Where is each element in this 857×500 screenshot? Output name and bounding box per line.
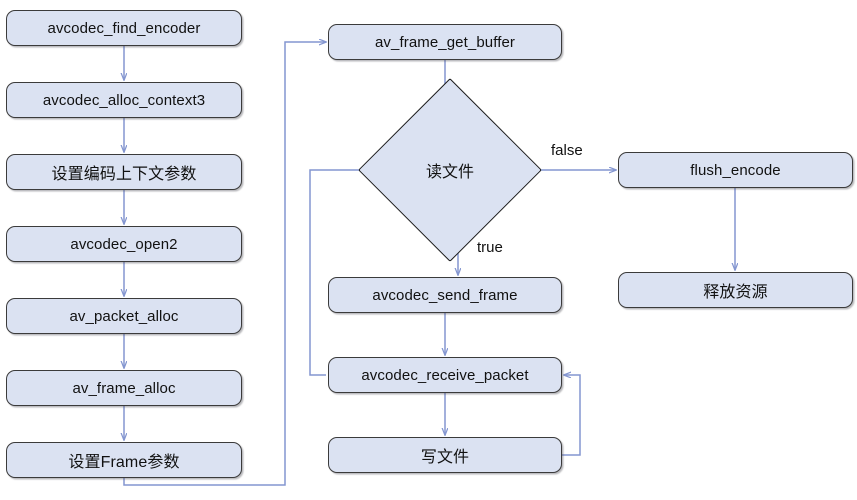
node-write-file[interactable]: 写文件 bbox=[328, 437, 562, 473]
decision-read-file-label: 读文件 bbox=[425, 164, 474, 181]
arrow-receive-packet-to-decision-loop bbox=[309, 170, 383, 376]
node-avcodec-find-encoder[interactable]: avcodec_find_encoder bbox=[6, 10, 242, 46]
edge-label-false: false bbox=[551, 142, 583, 159]
arrow-write-file-to-receive-packet-loop bbox=[562, 375, 581, 456]
node-flush-encode[interactable]: flush_encode bbox=[618, 152, 853, 188]
node-avcodec-receive-packet[interactable]: avcodec_receive_packet bbox=[328, 357, 562, 393]
node-av-frame-alloc[interactable]: av_frame_alloc bbox=[6, 370, 242, 406]
node-set-encode-ctx-params[interactable]: 设置编码上下文参数 bbox=[6, 154, 242, 190]
arrow-set-frame-params-to-get-buffer bbox=[123, 42, 326, 486]
node-av-frame-get-buffer[interactable]: av_frame_get_buffer bbox=[328, 24, 562, 60]
node-avcodec-open2[interactable]: avcodec_open2 bbox=[6, 226, 242, 262]
node-avcodec-send-frame[interactable]: avcodec_send_frame bbox=[328, 277, 562, 313]
arrow-group bbox=[123, 42, 735, 486]
edge-label-true: true bbox=[477, 239, 503, 256]
node-release-resource[interactable]: 释放资源 bbox=[618, 272, 853, 308]
node-set-frame-params[interactable]: 设置Frame参数 bbox=[6, 442, 242, 478]
node-avcodec-alloc-context3[interactable]: avcodec_alloc_context3 bbox=[6, 82, 242, 118]
node-av-packet-alloc[interactable]: av_packet_alloc bbox=[6, 298, 242, 334]
